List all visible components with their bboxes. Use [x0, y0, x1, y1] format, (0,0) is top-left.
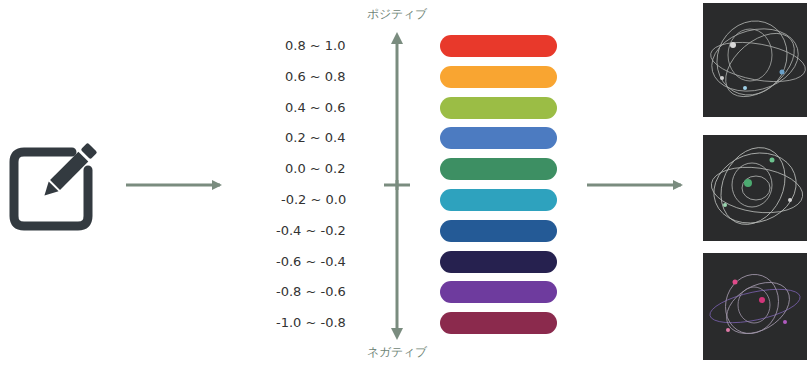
axis-tick — [384, 184, 410, 187]
flow-arrow — [587, 184, 681, 187]
axis-arrow — [396, 38, 399, 190]
range-label: 0.6 ~ 0.8 — [285, 69, 346, 85]
axis-label: ネガティブ — [367, 344, 427, 360]
output-image — [703, 135, 807, 241]
color-bar — [440, 220, 557, 242]
color-bar — [440, 35, 557, 57]
output-image — [703, 253, 807, 360]
range-label: 0.8 ~ 1.0 — [285, 38, 346, 54]
range-label: -1.0 ~ -0.8 — [276, 315, 346, 331]
color-bar — [440, 281, 557, 303]
axis-label: ポジティブ — [367, 6, 427, 22]
range-label: -0.8 ~ -0.6 — [276, 284, 346, 300]
color-bar — [440, 158, 557, 180]
flow-arrow — [126, 184, 220, 187]
color-bar — [440, 66, 557, 88]
range-label: -0.2 ~ 0.0 — [281, 192, 346, 208]
range-label: 0.0 ~ 0.2 — [285, 161, 346, 177]
axis-arrow — [396, 180, 399, 334]
color-bar — [440, 251, 557, 273]
color-bar — [440, 189, 557, 211]
color-bar — [440, 127, 557, 149]
color-bar — [440, 312, 557, 334]
range-label: -0.4 ~ -0.2 — [276, 223, 346, 239]
edit-icon — [14, 143, 97, 226]
range-label: -0.6 ~ -0.4 — [276, 254, 346, 270]
color-bar — [440, 97, 557, 119]
output-image — [703, 3, 807, 117]
range-label: 0.4 ~ 0.6 — [285, 100, 346, 116]
range-label: 0.2 ~ 0.4 — [285, 130, 346, 146]
